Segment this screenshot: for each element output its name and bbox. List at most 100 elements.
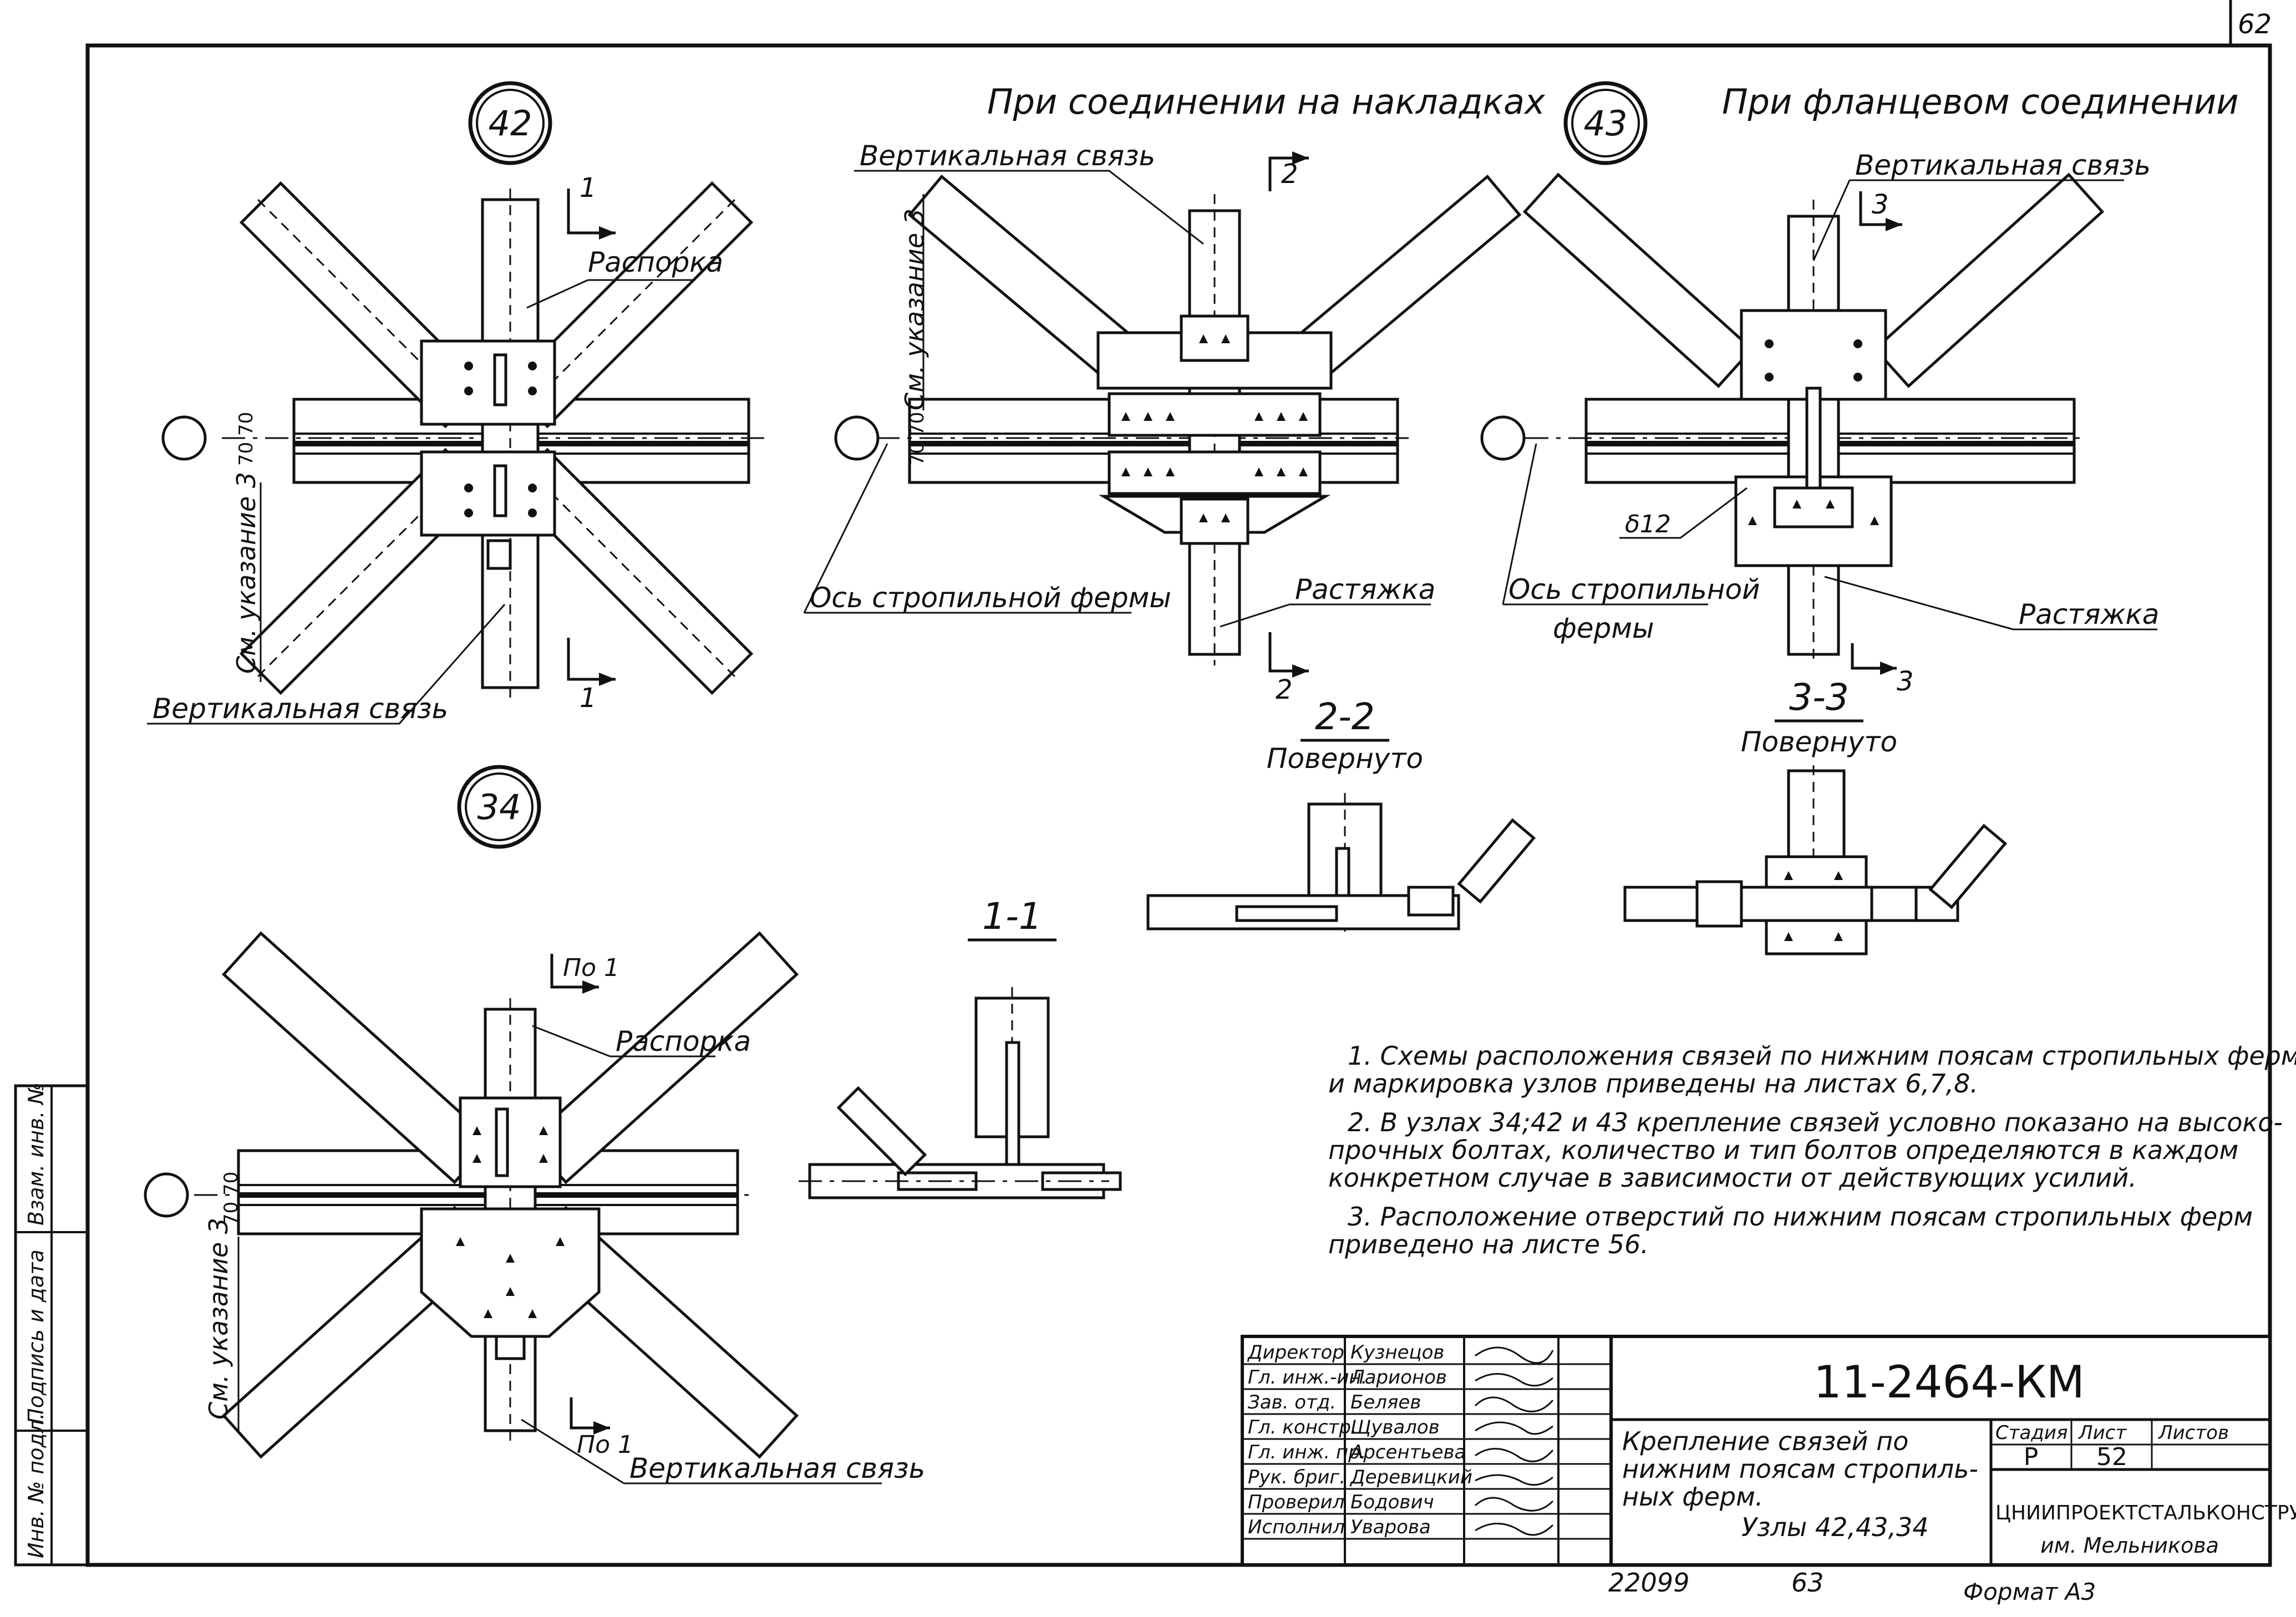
- node-42-overlay-label-tie: Растяжка: [1295, 573, 1435, 606]
- note-2-line-3: конкретном случае в зависимости от дейст…: [1328, 1163, 2137, 1193]
- note-1-line-1: 1. Схемы расположения связей по нижним п…: [1348, 1041, 2296, 1071]
- staff-3-role: Гл. констр.: [1248, 1416, 1357, 1438]
- node-43-section-3-top: 3: [1872, 189, 1889, 220]
- node-43-section-3-bottom: 3: [1897, 666, 1914, 697]
- node-42-overlay-label-vertical-brace: Вертикальная связь: [860, 140, 1155, 172]
- node-34-number: 34: [478, 787, 521, 827]
- staff-6-role: Проверил: [1248, 1491, 1344, 1513]
- note-2-line-2: прочных болтах, количество и тип болтов …: [1328, 1135, 2238, 1165]
- title-desc-1: нижним поясам стропиль-: [1622, 1454, 1978, 1484]
- sheet-border: [85, 43, 2272, 1567]
- section-3-3-drawing: 3-3 Повернуто: [1623, 676, 2008, 955]
- node-42-section-1-top: 1: [580, 172, 597, 204]
- node-42-section-1-bottom: 1: [580, 683, 597, 714]
- sheet-header: Лист: [2077, 1422, 2127, 1444]
- node-43-marker: [1563, 81, 1648, 165]
- node-42-overlay-label-truss-axis: Ось стропильной фермы: [810, 582, 1171, 614]
- title-doc-code: 11-2464-КМ: [1814, 1356, 2085, 1408]
- organization-name: ЦНИИПРОЕКТСТАЛЬКОНСТРУКЦИЯ: [1995, 1502, 2296, 1524]
- node-34-label-vertical-brace: Вертикальная связь: [629, 1452, 925, 1484]
- page-number: 62: [2238, 9, 2272, 40]
- staff-4-role: Гл. инж. пр.: [1248, 1441, 1366, 1463]
- node-43-label-axis-2: фермы: [1553, 612, 1654, 644]
- signature-0: [1475, 1346, 1554, 1364]
- node-42-drawing: 42 Распорка Вертикальная связь См. указа…: [147, 81, 765, 725]
- node-42-see-note: См. указание 3: [231, 472, 261, 674]
- page-number-box: [2229, 0, 2270, 47]
- staff-7-name: Уварова: [1350, 1516, 1431, 1538]
- node-34-dim: 70 70: [220, 1172, 242, 1226]
- stamp-inv-replace: Взам. инв. №: [24, 1082, 48, 1226]
- section-2-2-drawing: 2-2 Повернуто: [1146, 695, 1536, 932]
- note-2-line-1: 2. В узлах 34;42 и 43 крепление связей у…: [1348, 1107, 2283, 1137]
- node-43-label-axis-1: Ось стропильной: [1508, 573, 1760, 606]
- staff-2-role: Зав. отд.: [1248, 1391, 1336, 1413]
- section-3-3-title: 3-3: [1789, 676, 1849, 719]
- node-43-number: 43: [1584, 103, 1628, 144]
- staff-1-role: Гл. инж.-ин.: [1248, 1366, 1367, 1389]
- node-34-drawing: 34 Распорка Вертикальная связь См. указа…: [144, 765, 925, 1484]
- node-34-marker: [457, 765, 541, 849]
- node-34-section-p1-top: По 1: [563, 954, 619, 982]
- signature-4: [1475, 1448, 1554, 1462]
- node-43-flange-mark: δ12: [1625, 510, 1671, 538]
- node-42-overlay-section-2-top: 2: [1281, 159, 1298, 190]
- node-42-label-strut: Распорка: [588, 246, 723, 278]
- heading-flange-joint: При фланцевом соединении: [1722, 82, 2239, 122]
- node-42-overlay-dim: 70 70: [906, 412, 928, 466]
- node-34-section-p1-bottom: По 1: [577, 1431, 633, 1459]
- title-desc-3: Узлы 42,43,34: [1741, 1512, 1929, 1542]
- staff-5-name: Деревицкий: [1349, 1466, 1472, 1488]
- section-2-2-rotated: Повернуто: [1267, 743, 1423, 775]
- staff-2-name: Беляев: [1350, 1391, 1421, 1413]
- sheet-value: 52: [2096, 1443, 2127, 1471]
- staff-1-name: Ларионов: [1349, 1366, 1447, 1389]
- heading-overlay-joint: При соединении на накладках: [987, 82, 1546, 122]
- staff-5-role: Рук. бриг.: [1248, 1466, 1345, 1488]
- node-42-number: 42: [489, 103, 532, 144]
- node-42-overlay-see-note: См. указание 3: [900, 209, 929, 410]
- node-42-overlay-section-2-bottom: 2: [1276, 674, 1293, 705]
- note-3-line-1: 3. Расположение отверстий по нижним пояс…: [1348, 1202, 2253, 1232]
- format-label: Формат А3: [1963, 1578, 2096, 1605]
- node-34-axis-marker: [144, 1172, 189, 1218]
- staff-6-name: Бодович: [1350, 1491, 1434, 1513]
- archive-page: 63: [1791, 1568, 1824, 1598]
- signature-1: [1475, 1373, 1553, 1387]
- node-43-drawing: 43 Вертикальная связь δ12 Ось стропильно…: [1480, 81, 2159, 697]
- node-42-label-vertical-brace: Вертикальная связь: [153, 693, 448, 725]
- staff-3-name: Щувалов: [1350, 1416, 1440, 1438]
- section-1-1-drawing: 1-1: [799, 895, 1122, 1199]
- title-block: Директор Кузнецов Гл. инж.-ин. Ларионов …: [1241, 1335, 2296, 1567]
- node-43-label-tie: Растяжка: [2019, 598, 2159, 630]
- stage-header: Стадия: [1995, 1422, 2068, 1444]
- note-3-line-2: приведено на листе 56.: [1328, 1229, 1649, 1259]
- node-42-axis-marker: [161, 415, 207, 461]
- signature-2: [1474, 1396, 1554, 1412]
- staff-0-name: Кузнецов: [1350, 1341, 1444, 1364]
- general-notes: 1. Схемы расположения связей по нижним п…: [1328, 1041, 2296, 1259]
- staff-0-role: Директор: [1247, 1341, 1344, 1364]
- node-34-see-note: См. указание 3: [204, 1218, 233, 1420]
- archive-number: 22099: [1608, 1568, 1689, 1598]
- stamp-inv-orig: Инв. № подл.: [24, 1413, 48, 1558]
- section-2-2-title: 2-2: [1315, 695, 1375, 738]
- signature-7: [1475, 1523, 1554, 1536]
- signature-6: [1474, 1497, 1554, 1512]
- node-43-axis-marker: [1480, 415, 1526, 461]
- stamp-sign-date: Подпись и дата: [24, 1249, 48, 1424]
- staff-4-name: Арсентьева: [1349, 1441, 1466, 1463]
- staff-7-role: Исполнил: [1248, 1516, 1345, 1538]
- node-43-label-vertical-brace: Вертикальная связь: [1855, 149, 2151, 181]
- note-1-line-2: и маркировка узлов приведены на листах 6…: [1328, 1069, 1978, 1099]
- node-42-overlay-drawing: Вертикальная связь Растяжка Ось стропиль…: [803, 140, 1522, 705]
- node-42-marker: [468, 81, 552, 165]
- signature-3: [1475, 1421, 1553, 1435]
- title-desc-0: Крепление связей по: [1622, 1426, 1908, 1456]
- organization-sub: им. Мельникова: [2040, 1533, 2219, 1558]
- title-desc-2: ных ферм.: [1622, 1482, 1763, 1512]
- section-3-3-rotated: Повернуто: [1741, 726, 1897, 758]
- sheets-header: Листов: [2157, 1422, 2229, 1444]
- node-42-dim: 70 70: [235, 412, 257, 466]
